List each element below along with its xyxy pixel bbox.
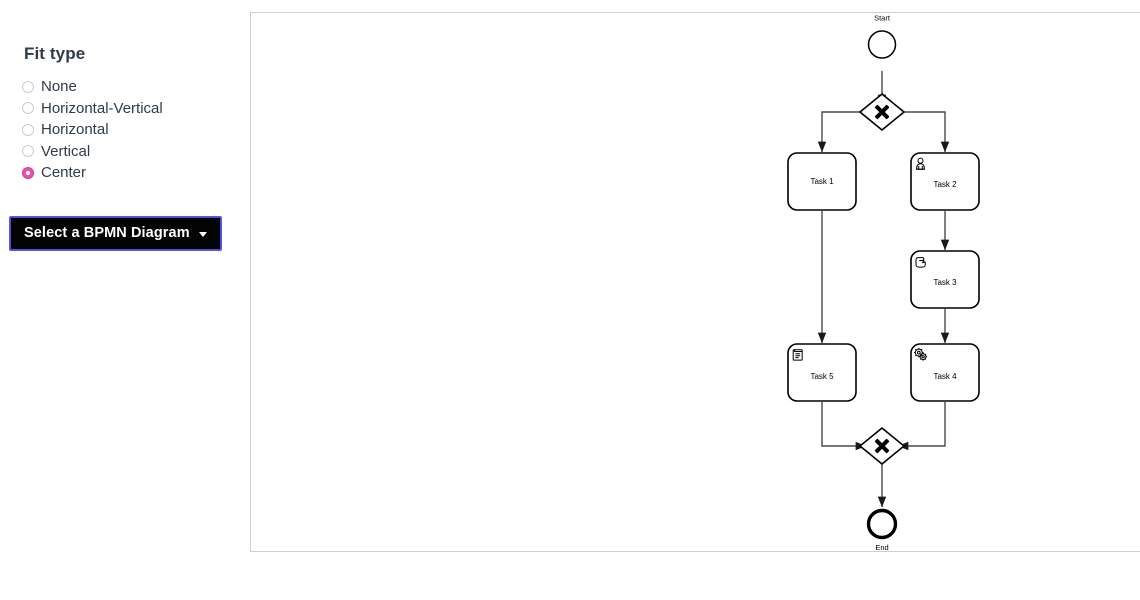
radio-option-center[interactable]: Center [22, 162, 250, 184]
task2-box[interactable] [910, 152, 980, 211]
flow-task5-to-joingateway [821, 402, 867, 451]
radio-option-none[interactable]: None [22, 76, 250, 98]
radio-option-horizontal-vertical[interactable]: Horizontal-Vertical [22, 98, 250, 120]
user-task-icon [916, 157, 925, 170]
flow-gateway-to-task1 [817, 111, 866, 153]
exclusive-gateway-split[interactable] [858, 92, 906, 132]
task3-label: Task 3 [933, 278, 957, 287]
flow-gateway-to-task2 [898, 111, 950, 153]
task5-label: Task 5 [810, 372, 834, 381]
start-event[interactable]: Start [867, 14, 897, 59]
radio-option-horizontal[interactable]: Horizontal [22, 119, 250, 141]
radio-circle-icon[interactable] [22, 102, 34, 115]
radio-option-vertical[interactable]: Vertical [22, 141, 250, 163]
chevron-down-icon [198, 231, 207, 237]
radio-circle-icon[interactable] [22, 145, 34, 158]
diagram-select-wrapper: Select a BPMN Diagram [10, 217, 221, 250]
task4-box[interactable] [910, 343, 980, 402]
radio-label-horizontal: Horizontal [41, 121, 109, 139]
start-event-circle-icon[interactable] [867, 30, 897, 59]
radio-circle-selected-icon[interactable] [22, 166, 34, 179]
radio-circle-icon[interactable] [22, 123, 34, 136]
task1-box[interactable] [787, 152, 857, 211]
end-event-label: End [875, 543, 888, 552]
select-bpmn-diagram-button[interactable]: Select a BPMN Diagram [10, 217, 221, 250]
task-node-task2[interactable]: Task 2 [910, 152, 980, 211]
manual-task-hand-icon [915, 257, 926, 268]
radio-circle-icon[interactable] [22, 80, 34, 93]
radio-label-horizontal-vertical: Horizontal-Vertical [41, 99, 163, 117]
task-node-task5[interactable]: Task 5 [787, 343, 857, 402]
task-node-task1[interactable]: Task 1 [787, 152, 857, 211]
end-event-circle-icon[interactable] [866, 508, 898, 540]
select-bpmn-diagram-label: Select a BPMN Diagram [24, 225, 190, 241]
task-node-task4[interactable]: Task 4 [910, 343, 980, 402]
task-node-task3[interactable]: Task 3 [910, 250, 980, 309]
task5-box[interactable] [787, 343, 857, 402]
script-task-scroll-icon [792, 349, 803, 361]
task1-label: Task 1 [810, 177, 834, 186]
bpmn-diagram-canvas[interactable]: Start Task 1 [250, 12, 1140, 552]
sequence-flow-layer [817, 71, 950, 508]
radio-label-center: Center [41, 164, 87, 182]
exclusive-gateway-join[interactable] [858, 426, 906, 466]
service-task-gears-icon [914, 347, 928, 361]
radio-label-none: None [41, 78, 77, 96]
flow-task4-to-joingateway [897, 402, 946, 451]
task2-label: Task 2 [933, 180, 957, 189]
gateway-x-mark-icon [874, 104, 890, 120]
fit-type-radio-group[interactable]: None Horizontal-Vertical Horizontal Vert… [22, 76, 250, 184]
radio-label-vertical: Vertical [41, 142, 91, 160]
start-event-label: Start [874, 14, 891, 23]
fit-type-panel: Fit type None Horizontal-Vertical Horizo… [0, 0, 250, 600]
end-event[interactable]: End [866, 508, 898, 553]
gateway-x-mark-icon [874, 438, 890, 454]
bpmn-svg-root[interactable]: Start Task 1 [251, 13, 1140, 552]
task4-label: Task 4 [933, 372, 957, 381]
page-title: Fit type [24, 44, 86, 63]
task3-box[interactable] [910, 250, 980, 309]
